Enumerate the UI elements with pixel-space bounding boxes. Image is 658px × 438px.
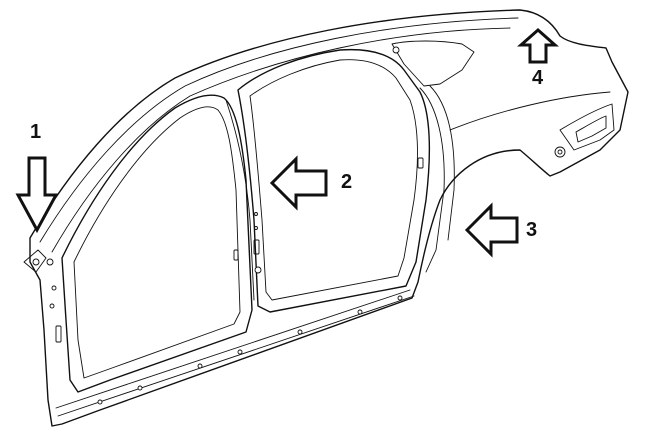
quarter-window-opening [391, 40, 475, 273]
callout-label-1: 1 [30, 121, 41, 143]
callout-arrow-1 [15, 156, 59, 234]
callout-label-2: 2 [341, 171, 352, 193]
front-door-opening [61, 94, 253, 393]
callout-label-3: 3 [526, 219, 537, 241]
callout-arrow-3 [464, 202, 519, 258]
callout-label-4: 4 [532, 67, 544, 89]
rear-door-opening [237, 48, 431, 313]
callout-arrow-2 [269, 155, 328, 211]
a-pillar-lower-detail [23, 249, 62, 343]
callout-arrow-4 [517, 27, 559, 64]
body-side-outer-panel [29, 9, 629, 427]
b-pillar-detail [225, 99, 262, 301]
rocker-sill [55, 289, 415, 417]
rear-quarter-detail [449, 91, 615, 158]
